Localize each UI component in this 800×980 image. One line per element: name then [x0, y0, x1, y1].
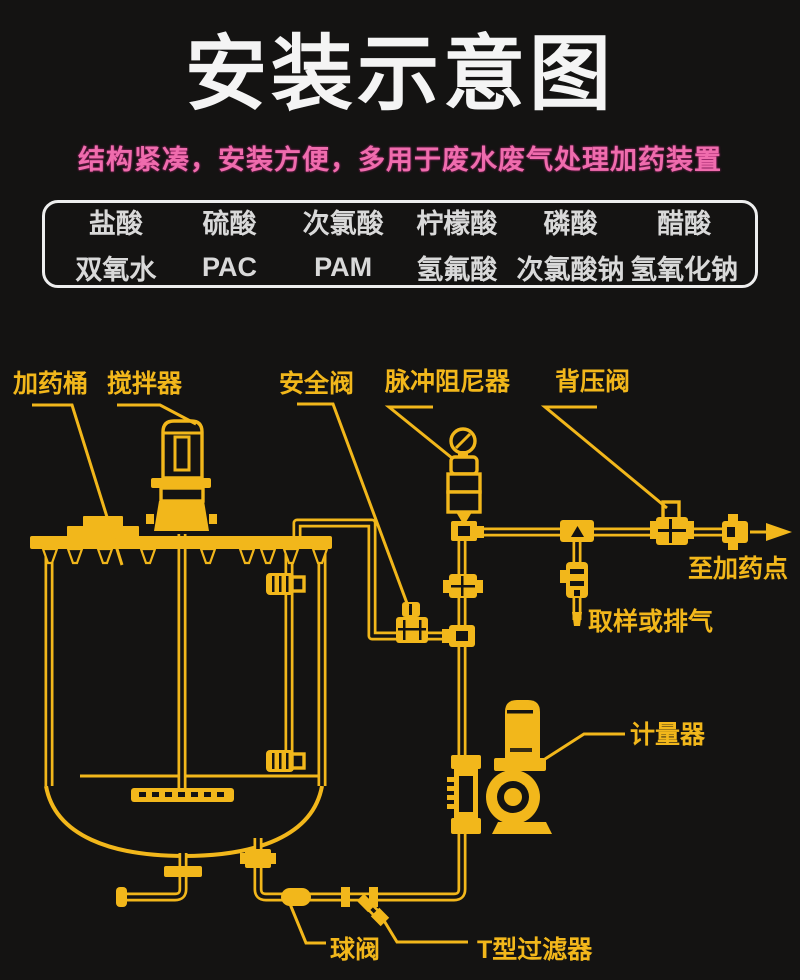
chemical-item: PAC [201, 251, 257, 282]
label-sampling-or-vent: 取样或排气 [588, 607, 713, 636]
tank-lid [30, 516, 332, 565]
drain-fitting [116, 866, 202, 907]
chemical-item: 次氯酸 [302, 208, 384, 239]
chemical-item: 双氧水 [75, 254, 157, 285]
chemical-item: 盐酸 [88, 208, 143, 239]
safety-valve-drawing [396, 602, 428, 643]
agitator-drawing [131, 419, 234, 802]
ball-valve-drawing [281, 888, 311, 906]
page-subtitle: 结构紧凑，安装方便，多用于废水废气处理加药装置 [78, 145, 722, 175]
pulse-damper-drawing [446, 427, 484, 541]
label-agitator: 搅拌器 [107, 369, 183, 398]
metering-pump-drawing [447, 700, 552, 834]
chemical-item: 柠檬酸 [416, 208, 498, 239]
outlet-union [722, 514, 748, 550]
label-safety-valve: 安全阀 [279, 369, 354, 398]
label-ball-valve: 球阀 [330, 936, 380, 964]
chemical-item: 氢氧化钠 [630, 254, 739, 285]
label-tank: 加药桶 [12, 370, 88, 398]
lid-clamps [41, 547, 329, 565]
pipe-union [443, 574, 483, 598]
flow-arrow-icon [750, 523, 792, 541]
chemical-item: 醋酸 [657, 208, 712, 239]
chemical-item: PAM [314, 251, 373, 282]
chemical-item: 磷酸 [543, 208, 598, 239]
label-to-dosing-point: 至加药点 [688, 555, 788, 583]
chemical-item: 氢氟酸 [416, 254, 498, 285]
sampling-branch-drawing [560, 520, 594, 626]
label-t-filter: T型过滤器 [477, 936, 593, 964]
page-title: 安装示意图 [184, 29, 615, 120]
diagram-labels: 加药桶 搅拌器 安全阀 脉冲阻尼器 背压阀 至加药点 取样或排气 计量器 球阀 … [12, 367, 788, 964]
dip-tube-fittings [266, 573, 306, 772]
discharge-tee-fitting [442, 625, 475, 647]
chemical-compatibility-box: 盐酸 硫酸 次氯酸 柠檬酸 磷酸 醋酸 双氧水 PAC PAM 氢氟酸 次氯酸钠… [42, 200, 758, 288]
label-pulse-damper: 脉冲阻尼器 [384, 367, 511, 396]
tank-outlet-union [240, 849, 276, 868]
back-pressure-valve-drawing [650, 500, 694, 545]
label-metering-pump: 计量器 [630, 721, 706, 749]
leader-lines [32, 402, 668, 945]
label-back-pressure-valve: 背压阀 [555, 368, 630, 396]
chemical-item: 次氯酸钠 [516, 254, 625, 285]
chemical-item: 硫酸 [202, 208, 257, 239]
